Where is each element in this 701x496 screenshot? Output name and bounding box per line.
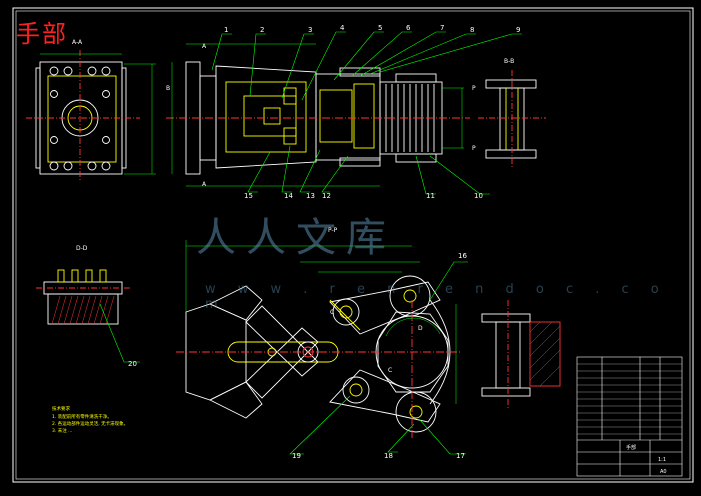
callout-14: 14 [284,192,293,200]
callout-6: 6 [406,24,411,32]
view-b-b [478,70,546,168]
callout-15: 15 [244,192,253,200]
callout-4: 4 [340,24,345,32]
callout-18: 18 [384,452,393,460]
view-a-a [26,50,156,182]
label-d-d: D-D [76,245,88,252]
label-c-2: C [388,367,392,374]
title-block [576,356,683,477]
callout-8: 8 [470,26,474,34]
title-block-scale: 1:1 [658,457,666,463]
callout-3: 3 [308,26,312,34]
label-d: D [418,325,423,332]
leaders-lower [289,261,468,455]
callout-1: 1 [224,26,228,34]
drawing-title: 手部 [16,20,68,48]
outer-frame [12,7,694,483]
callout-11: 11 [426,192,435,200]
callout-9: 9 [516,26,520,34]
note-1: 1. 装配前所有零件清洗干净。 [52,413,112,420]
callout-16: 16 [458,252,467,260]
view-p-p [176,240,462,440]
view-main-top [166,43,470,187]
watermark-url: w w w . r e n r e n d o c . c o m [205,282,668,312]
label-b: B [166,85,170,92]
callout-7: 7 [440,24,444,32]
callout-2: 2 [260,26,264,34]
label-a-bottom: A [202,181,207,188]
callout-20: 20 [128,360,137,368]
label-p-top: P [472,85,476,92]
inner-frame [15,10,691,480]
view-d-d [36,269,140,363]
title-block-sheet: A0 [660,469,667,475]
label-a-top: A [202,43,207,50]
view-right-section [481,300,561,408]
callout-10: 10 [474,192,483,200]
label-p-p: P-P [328,227,338,234]
note-3: 3. 未注 ... [52,427,72,434]
callout-5: 5 [378,24,382,32]
label-p-bottom: P [472,145,476,152]
label-a-a: A-A [72,39,83,46]
watermark: 人人文库 [196,215,396,261]
leaders-top [211,31,522,195]
title-block-name: 手部 [626,444,636,451]
callout-19: 19 [292,452,301,460]
note-2: 2. 各运动部件运动灵活, 无卡滞现象。 [52,420,128,427]
callout-12: 12 [322,192,331,200]
callout-17: 17 [456,452,465,460]
note-title: 技术要求 [52,405,70,412]
label-b-b: B-B [504,58,514,65]
callout-13: 13 [306,192,315,200]
label-c: C [330,309,334,316]
